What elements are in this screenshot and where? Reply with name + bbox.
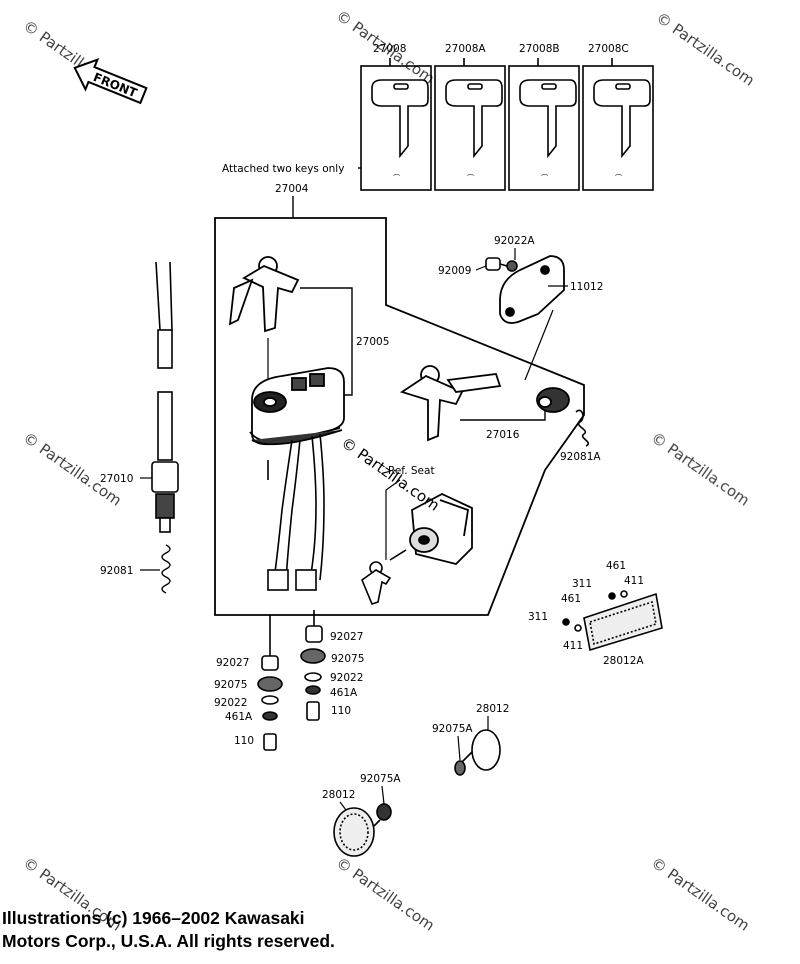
- right-hardware-stack: [300, 610, 326, 721]
- label-461-left: 461: [561, 593, 581, 605]
- leader-92075a-a: [457, 735, 461, 761]
- label-left-92022: 92022: [214, 697, 247, 709]
- assembly-note: Attached two keys only: [222, 163, 344, 175]
- key-card-3: [508, 65, 580, 191]
- key-icon-4: ⌒: [593, 79, 651, 182]
- key-card-1: [360, 65, 432, 191]
- label-28012-a: 28012: [476, 703, 509, 715]
- key-blanks: ⌒ ⌒ ⌒ ⌒: [360, 58, 654, 191]
- label-left-110: 110: [234, 735, 254, 747]
- ignition-switch-icon: [249, 367, 345, 446]
- key-card-2: [434, 65, 506, 191]
- spring-92081a-icon: [575, 409, 590, 447]
- left-hardware-stack: [257, 615, 283, 751]
- seat-lock-housing-icon: [409, 492, 473, 565]
- key-label-4: 27008C: [588, 43, 629, 55]
- watermark-3: © Partzilla.com: [653, 9, 758, 90]
- label-411-top: 411: [624, 575, 644, 587]
- key-icon-2: ⌒: [445, 79, 503, 182]
- label-92081: 92081: [100, 565, 133, 577]
- copyright-notice: Illustrations (c) 1966–2002 Kawasaki Mot…: [2, 907, 562, 953]
- copyright-line-2: Motors Corp., U.S.A. All rights reserved…: [2, 931, 335, 951]
- label-311-top: 311: [572, 578, 592, 590]
- key-icon-3: ⌒: [519, 79, 577, 182]
- brake-switch-icon: [151, 261, 179, 533]
- svg-text:⌒: ⌒: [467, 174, 474, 182]
- label-ref-seat: Ref. Seat: [388, 465, 435, 477]
- label-right-92022: 92022: [330, 672, 363, 684]
- small-key-icon: [361, 549, 407, 605]
- assembly-outline: [214, 217, 585, 616]
- label-411-left: 411: [563, 640, 583, 652]
- watermark-4: © Partzilla.com: [20, 429, 125, 510]
- label-left-92075: 92075: [214, 679, 247, 691]
- label-27004: 27004: [275, 183, 309, 195]
- leader-ref-seat: [385, 479, 401, 560]
- svg-text:⌒: ⌒: [615, 174, 622, 182]
- ignition-key-icon: [228, 256, 300, 333]
- lock-cylinder-icon: [536, 387, 570, 413]
- svg-text:⌒: ⌒: [393, 174, 400, 182]
- spring-92081-icon: [161, 544, 171, 594]
- key-label-1: 27008: [373, 43, 406, 55]
- label-92075a-a: 92075A: [432, 723, 473, 735]
- rect-reflector-icon: [562, 590, 663, 652]
- watermark-8: © Partzilla.com: [648, 854, 753, 935]
- leader-92075a-b: [381, 785, 385, 805]
- copyright-line-1: Illustrations (c) 1966–2002 Kawasaki: [2, 908, 305, 928]
- label-left-461a: 461A: [225, 711, 253, 723]
- label-right-110: 110: [331, 705, 351, 717]
- label-left-92027: 92027: [216, 657, 249, 669]
- label-92075a-b: 92075A: [360, 773, 401, 785]
- label-92009: 92009: [438, 265, 471, 277]
- leader-28012-b: [339, 801, 347, 811]
- label-461-top: 461: [606, 560, 626, 572]
- label-27010: 27010: [100, 473, 133, 485]
- label-92081a: 92081A: [560, 451, 601, 463]
- round-reflector-b-icon: [333, 803, 392, 857]
- leader-cylinder: [524, 309, 554, 381]
- label-right-92027: 92027: [330, 631, 363, 643]
- leader-92009: [475, 265, 487, 271]
- label-11012: 11012: [570, 281, 603, 293]
- round-reflector-a-icon: [454, 729, 501, 776]
- key-label-2: 27008A: [445, 43, 486, 55]
- label-27005: 27005: [356, 336, 389, 348]
- svg-text:⌒: ⌒: [541, 174, 548, 182]
- switch-wires: [267, 433, 325, 591]
- key-label-3: 27008B: [519, 43, 560, 55]
- label-311-left: 311: [528, 611, 548, 623]
- label-27016: 27016: [486, 429, 520, 441]
- key-icon-1: ⌒: [371, 79, 429, 182]
- seat-lock-key-icon: [399, 365, 502, 442]
- leader-27016: [460, 405, 546, 421]
- leader-27005: [300, 287, 353, 396]
- label-28012a: 28012A: [603, 655, 644, 667]
- key-card-4: [582, 65, 654, 191]
- label-right-92075: 92075: [331, 653, 364, 665]
- screw-92009-icon: [485, 257, 518, 272]
- watermark-5: © Partzilla.com: [648, 429, 753, 510]
- lock-plate-icon: [499, 255, 565, 324]
- label-92022a: 92022A: [494, 235, 535, 247]
- label-28012-b: 28012: [322, 789, 355, 801]
- label-right-461a: 461A: [330, 687, 358, 699]
